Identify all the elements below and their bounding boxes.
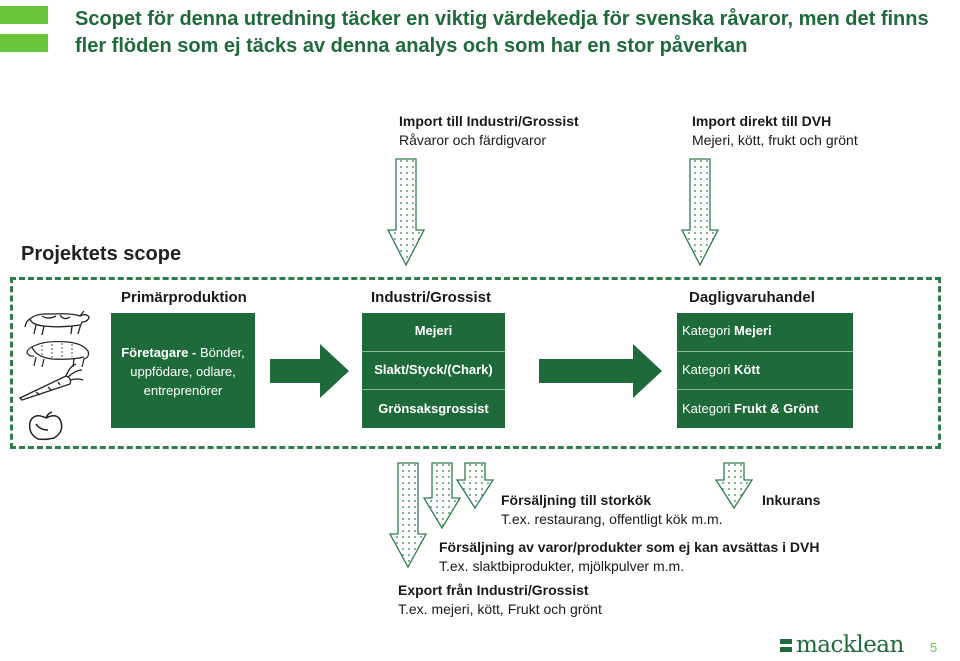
import-dvh-label: Import direkt till DVH Mejeri, kött, fru… — [692, 112, 858, 150]
logo-mark-top — [780, 639, 792, 644]
import-dvh-heading: Import direkt till DVH — [692, 113, 832, 129]
ej-dvh-arrow — [422, 462, 462, 530]
primar-line1: Bönder, — [199, 345, 245, 360]
page-number: 5 — [930, 640, 938, 655]
industri-divider-1 — [362, 351, 505, 352]
import-dvh-sub: Mejeri, kött, frukt och grönt — [692, 132, 858, 148]
primarproduktion-box: Företagare - Bönder, uppfödare, odlare, … — [111, 313, 255, 428]
accent-bar-top — [0, 6, 48, 24]
pig-icon — [26, 340, 90, 368]
kategori-frukt-gront: Kategori Frukt & Grönt — [682, 401, 819, 416]
scope-heading: Projektets scope — [21, 243, 182, 265]
ej-dvh-sub: T.ex. slaktbiprodukter, mjölkpulver m.m. — [439, 558, 685, 574]
column-dagligvaruhandel: Dagligvaruhandel — [689, 289, 815, 306]
kategori-frukt-prefix: Kategori — [682, 401, 735, 416]
ej-dvh-label: Försäljning av varor/produkter som ej ka… — [439, 538, 819, 576]
kategori-kott: Kategori Kött — [682, 362, 760, 377]
primar-line2: uppfödare, odlare, — [130, 364, 236, 379]
inkurans-heading: Inkurans — [762, 492, 821, 508]
flow-arrow-industri-dagligvaru — [539, 344, 662, 398]
flow-arrow-primar-industri — [270, 344, 349, 398]
ej-dvh-heading: Försäljning av varor/produkter som ej ka… — [439, 539, 820, 555]
dagligvaru-divider-2 — [677, 389, 853, 390]
logo-text: macklean — [796, 632, 904, 658]
storkok-label: Försäljning till storkök T.ex. restauran… — [501, 491, 723, 529]
export-arrow — [388, 462, 428, 569]
primarproduktion-text: Företagare - Bönder, uppfödare, odlare, … — [111, 343, 255, 400]
logo-mark-bottom — [780, 647, 792, 652]
inkurans-arrow — [714, 462, 754, 510]
kategori-kott-prefix: Kategori — [682, 362, 735, 377]
industri-item-gronsak: Grönsaksgrossist — [378, 401, 489, 416]
dagligvaruhandel-box: Kategori Mejeri Kategori Kött Kategori F… — [677, 313, 853, 428]
scope-border — [10, 277, 941, 449]
page-title: Scopet för denna utredning täcker en vik… — [75, 8, 929, 57]
industri-item-mejeri: Mejeri — [414, 323, 453, 338]
kategori-mejeri-name: Mejeri — [734, 323, 772, 338]
kategori-mejeri: Kategori Mejeri — [682, 323, 772, 338]
import-dvh-arrow — [680, 158, 720, 267]
industri-item-slakt: Slakt/Styck/(Chark) — [374, 362, 493, 377]
column-primarproduktion: Primärproduktion — [121, 289, 247, 306]
foretagare-label: Företagare - — [121, 345, 200, 360]
kategori-kott-name: Kött — [734, 362, 761, 377]
accent-bar-bottom — [0, 34, 48, 52]
kategori-frukt-name: Frukt & Grönt — [734, 401, 819, 416]
import-industri-label: Import till Industri/Grossist Råvaror oc… — [399, 112, 579, 150]
primar-line3: entreprenörer — [143, 383, 223, 398]
storkok-sub: T.ex. restaurang, offentligt kök m.m. — [501, 511, 723, 527]
storkok-heading: Försäljning till storkök — [501, 492, 652, 508]
import-industri-arrow — [386, 158, 426, 267]
column-industri-grossist: Industri/Grossist — [371, 289, 492, 306]
carrot-icon — [18, 363, 84, 401]
export-heading: Export från Industri/Grossist — [398, 582, 589, 598]
import-industri-heading: Import till Industri/Grossist — [399, 113, 579, 129]
export-sub: T.ex. mejeri, kött, Frukt och grönt — [398, 601, 602, 617]
storkok-arrow — [455, 462, 495, 510]
dagligvaru-divider-1 — [677, 351, 853, 352]
cow-icon — [24, 310, 90, 336]
import-industri-sub: Råvaror och färdigvaror — [399, 132, 547, 148]
industri-divider-2 — [362, 389, 505, 390]
apple-icon — [28, 411, 63, 441]
kategori-mejeri-prefix: Kategori — [682, 323, 735, 338]
industri-box: Mejeri Slakt/Styck/(Chark) Grönsaksgross… — [362, 313, 505, 428]
export-label: Export från Industri/Grossist T.ex. meje… — [398, 581, 602, 619]
